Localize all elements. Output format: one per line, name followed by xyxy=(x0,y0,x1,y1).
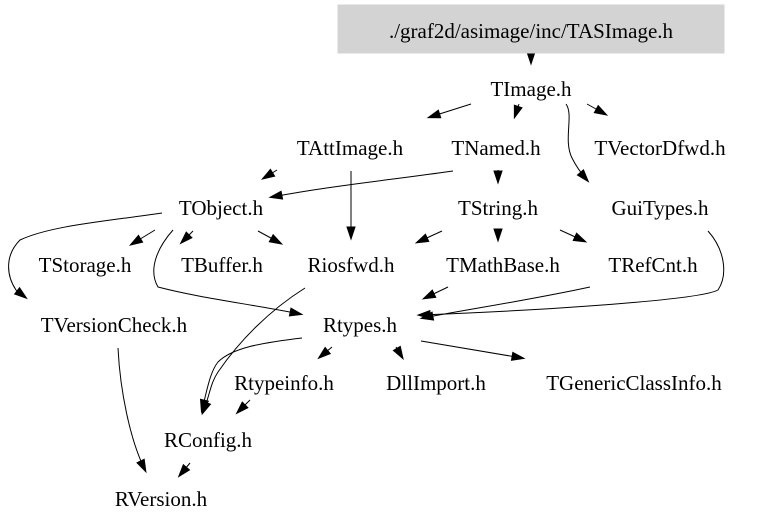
edge-trefcnt-to-rtypes xyxy=(422,286,591,319)
edge-tattimage-to-tobject-arrowhead xyxy=(260,168,276,180)
nodes-layer: ./graf2d/asimage/inc/TASImage.h TImage.h… xyxy=(39,19,726,511)
node-rconfig[interactable]: RConfig.h xyxy=(164,428,253,452)
node-tasimage[interactable]: ./graf2d/asimage/inc/TASImage.h xyxy=(389,19,674,43)
edge-tobject-to-tversioncheck xyxy=(8,212,163,298)
node-rtypes[interactable]: Rtypes.h xyxy=(323,313,398,337)
node-tstorage[interactable]: TStorage.h xyxy=(39,253,132,277)
node-tmathbase[interactable]: TMathBase.h xyxy=(446,253,560,277)
edge-tnamed-to-tstring-arrowhead xyxy=(493,170,503,185)
edge-tstring-to-riosfwd-arrowhead xyxy=(414,233,430,244)
edge-tstring-to-trefcnt-arrowhead xyxy=(572,232,588,243)
edge-timage-to-tnamed-arrowhead xyxy=(513,104,523,120)
edge-rtypes-to-rtypeinfo-arrowhead xyxy=(317,346,332,360)
edge-tobject-to-tbuffer-arrowhead xyxy=(179,231,193,245)
edge-tmathbase-to-rtypes-arrowhead xyxy=(421,289,437,300)
node-tvectordfwd[interactable]: TVectorDfwd.h xyxy=(594,136,726,160)
edge-tobject-to-rtypes xyxy=(153,229,301,315)
node-timage[interactable]: TImage.h xyxy=(490,77,572,101)
edge-rtypes-to-dllimport-arrowhead xyxy=(392,345,404,361)
edge-tobject-to-tstorage-arrowhead xyxy=(128,234,144,246)
node-tversioncheck[interactable]: TVersionCheck.h xyxy=(41,313,188,337)
node-tnamed[interactable]: TNamed.h xyxy=(451,136,541,160)
node-dllimport[interactable]: DllImport.h xyxy=(386,371,486,395)
edge-tobject-to-tversioncheck-arrowhead xyxy=(13,286,28,300)
node-rversion[interactable]: RVersion.h xyxy=(115,487,208,511)
node-tgenericclassinfo[interactable]: TGenericClassInfo.h xyxy=(546,371,722,395)
node-trefcnt[interactable]: TRefCnt.h xyxy=(608,253,698,277)
edge-riosfwd-to-rconfig xyxy=(202,287,306,413)
edge-timage-to-tattimage-arrowhead xyxy=(426,109,442,119)
edges-layer xyxy=(8,51,725,478)
node-guitypes[interactable]: GuiTypes.h xyxy=(611,196,709,220)
edge-tnamed-to-tobject xyxy=(271,170,454,198)
edge-rtypeinfo-to-rconfig-arrowhead xyxy=(235,401,249,415)
edge-timage-to-guitypes xyxy=(565,103,588,181)
edge-tversioncheck-to-rversion xyxy=(117,347,146,471)
edge-guitypes-to-rtypes xyxy=(419,230,725,316)
node-tstring[interactable]: TString.h xyxy=(458,196,538,220)
edge-timage-to-tvectordfwd-arrowhead xyxy=(593,104,609,116)
edge-rtypes-to-rconfig xyxy=(201,337,303,411)
node-riosfwd[interactable]: Riosfwd.h xyxy=(308,253,395,277)
edge-tasimage-to-timage-arrowhead xyxy=(526,51,536,66)
edge-rconfig-to-rversion-arrowhead xyxy=(177,463,191,478)
node-tobject[interactable]: TObject.h xyxy=(179,196,264,220)
edge-rtypes-to-rconfig-arrowhead xyxy=(199,398,210,414)
edge-tnamed-to-tobject-arrowhead xyxy=(268,190,284,200)
edge-rtypes-to-tgenericclassinfo xyxy=(420,340,523,359)
edge-timage-to-guitypes-arrowhead xyxy=(576,168,590,183)
node-tbuffer[interactable]: TBuffer.h xyxy=(181,253,263,277)
edge-trefcnt-to-rtypes-arrowhead xyxy=(419,311,435,321)
edge-tattimage-to-riosfwd-arrowhead xyxy=(346,226,356,241)
edge-tstring-to-tmathbase-arrowhead xyxy=(493,228,503,243)
root-node-box xyxy=(337,4,725,54)
node-tattimage[interactable]: TAttImage.h xyxy=(297,136,404,160)
edge-tversioncheck-to-rversion-arrowhead xyxy=(136,458,147,474)
edge-tobject-to-rtypes-arrowhead xyxy=(288,307,304,317)
node-rtypeinfo[interactable]: Rtypeinfo.h xyxy=(234,371,334,395)
edge-rtypes-to-tgenericclassinfo-arrowhead xyxy=(510,351,526,361)
edge-tobject-to-riosfwd-arrowhead xyxy=(268,233,284,245)
